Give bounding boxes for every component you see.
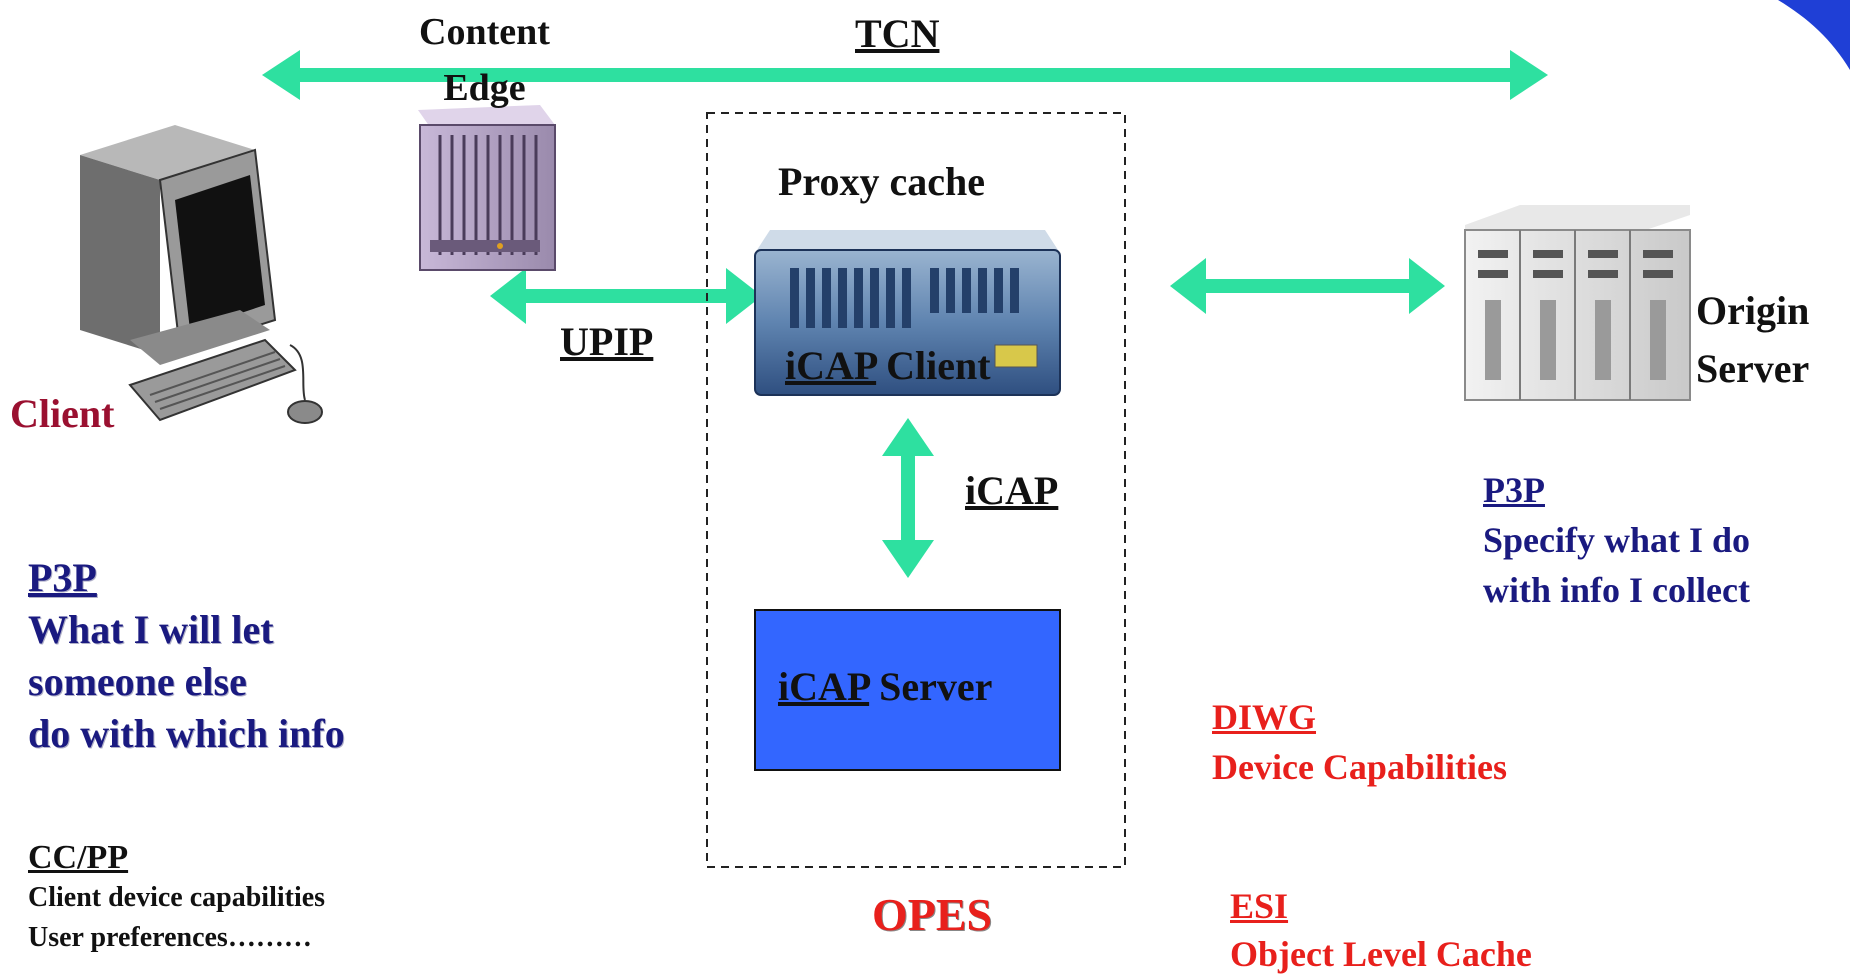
tcn-arrow (262, 50, 1548, 100)
tcn-label: TCN (855, 11, 940, 56)
client-label: Client (10, 391, 115, 436)
content-edge-label-line2: Edge (443, 67, 526, 109)
content-edge-label: Content Edge (402, 4, 567, 116)
icap-server-box (754, 609, 1061, 771)
esi-title: ESI (1230, 886, 1289, 926)
icap-client-label-icap: iCAP (785, 343, 877, 388)
icap-server-label-icap: iCAP (778, 664, 870, 709)
left-p3p-line: do with which info (28, 711, 345, 756)
left-p3p-title: P3P (28, 555, 97, 600)
origin-server-label-line1: Origin (1696, 288, 1810, 333)
icap-protocol-label: iCAP (965, 468, 1059, 513)
icap-server-label: iCAP Server (778, 663, 992, 710)
origin-arrow (1170, 258, 1445, 314)
client-computer-icon (80, 125, 323, 424)
proxy-cache-label: Proxy cache (778, 159, 985, 204)
diwg-block: DIWG Device Capabilities (1212, 692, 1507, 792)
proxy-cache-appliance-icon (754, 230, 1061, 396)
content-edge-label-line1: Content (419, 11, 550, 53)
content-edge-server-icon (418, 105, 556, 271)
right-p3p-block: P3P Specify what I do with info I collec… (1483, 465, 1750, 615)
esi-block: ESI Object Level Cache (1230, 882, 1532, 978)
origin-server-label-line2: Server (1696, 346, 1810, 391)
upip-arrow (490, 268, 762, 324)
upip-label: UPIP (560, 319, 654, 364)
diwg-line: Device Capabilities (1212, 747, 1507, 787)
right-p3p-title: P3P (1483, 470, 1545, 510)
left-p3p-line: someone else (28, 659, 247, 704)
ccpp-line: Client device capabilities (28, 882, 326, 913)
ccpp-title: CC/PP (28, 839, 129, 876)
icap-client-label-client: Client (876, 343, 991, 388)
icap-server-label-server: Server (869, 664, 993, 709)
diwg-title: DIWG (1212, 697, 1317, 737)
esi-line: Object Level Cache (1230, 934, 1532, 974)
ccpp-block: CC/PP Client device capabilities User pr… (28, 838, 325, 958)
origin-server-label: Origin Server (1696, 282, 1809, 398)
origin-server-rack-icon (1464, 205, 1691, 401)
left-p3p-block: P3P What I will let someone else do with… (28, 552, 345, 760)
icap-arrow (882, 418, 934, 578)
icap-client-label: iCAP Client (785, 342, 991, 389)
right-p3p-line: with info I collect (1483, 570, 1750, 610)
ccpp-line: User preferences……… (28, 922, 312, 953)
left-p3p-line: What I will let (28, 607, 274, 652)
opes-label: OPES (872, 889, 993, 940)
opes-boundary (706, 112, 1126, 868)
right-p3p-line: Specify what I do (1483, 520, 1751, 560)
corner-swoosh-icon (1778, 0, 1850, 70)
